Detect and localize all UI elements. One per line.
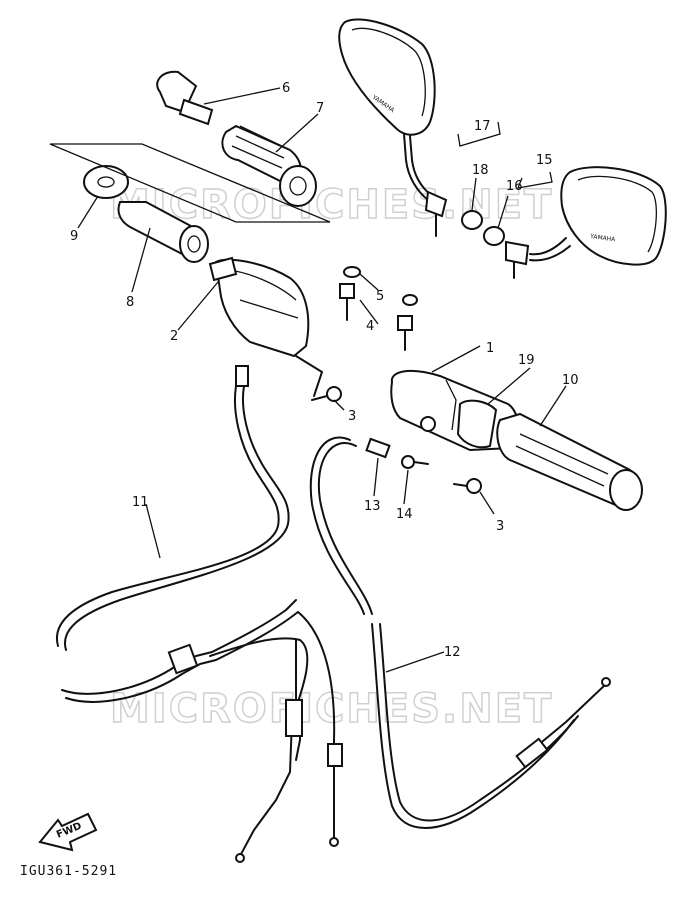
part-9-washer: [83, 165, 129, 199]
leader-lines: [77, 87, 567, 673]
nut-18: [461, 210, 483, 230]
part-6-weight: [156, 70, 214, 126]
callout-15: 15: [536, 153, 553, 168]
part-4-5-screws: [339, 266, 418, 351]
callout-9: 9: [70, 229, 78, 244]
callout-17: 17: [474, 119, 491, 134]
part-3-bolt-a: [311, 386, 342, 402]
callout-6: 6: [282, 81, 290, 96]
cable-12-clutch: [309, 436, 611, 829]
callout-5: 5: [376, 289, 384, 304]
part-13-adjuster: [365, 437, 391, 459]
part-19-collar: [456, 399, 498, 449]
right-mirror: YAMAHA: [505, 166, 667, 279]
part-7-grip: [221, 124, 317, 207]
callout-1: 1: [486, 341, 494, 356]
callout-14: 14: [396, 507, 413, 522]
callout-7: 7: [316, 101, 324, 116]
callout-3b: 3: [496, 519, 504, 534]
watermark-bottom: MICROFICHES.NET: [110, 686, 553, 732]
callout-4: 4: [366, 319, 374, 334]
callout-11: 11: [132, 495, 149, 510]
fwd-arrow-icon: FWD: [38, 812, 98, 852]
part-2-throttle-housing: [208, 256, 323, 397]
callout-12: 12: [444, 645, 461, 660]
callout-16: 16: [506, 179, 523, 194]
part-8-throttle-tube: [117, 201, 209, 263]
nut-16: [483, 226, 505, 246]
part-3-bolt-b: [453, 478, 482, 494]
callout-8: 8: [126, 295, 134, 310]
cable-11-throttle: [55, 365, 343, 863]
diagram-code: IGU361-5291: [20, 864, 118, 879]
callout-13: 13: [364, 499, 381, 514]
callout-10: 10: [562, 373, 579, 388]
part-10-grip: [496, 412, 643, 511]
callout-3a: 3: [348, 409, 356, 424]
callout-19: 19: [518, 353, 535, 368]
callout-18: 18: [472, 163, 489, 178]
part-14-lever-bolt: [401, 455, 429, 469]
group-bracket: [49, 143, 331, 223]
callout-2: 2: [170, 329, 178, 344]
mirror-brand-right: YAMAHA: [589, 233, 617, 244]
left-mirror: YAMAHA: [338, 18, 448, 237]
